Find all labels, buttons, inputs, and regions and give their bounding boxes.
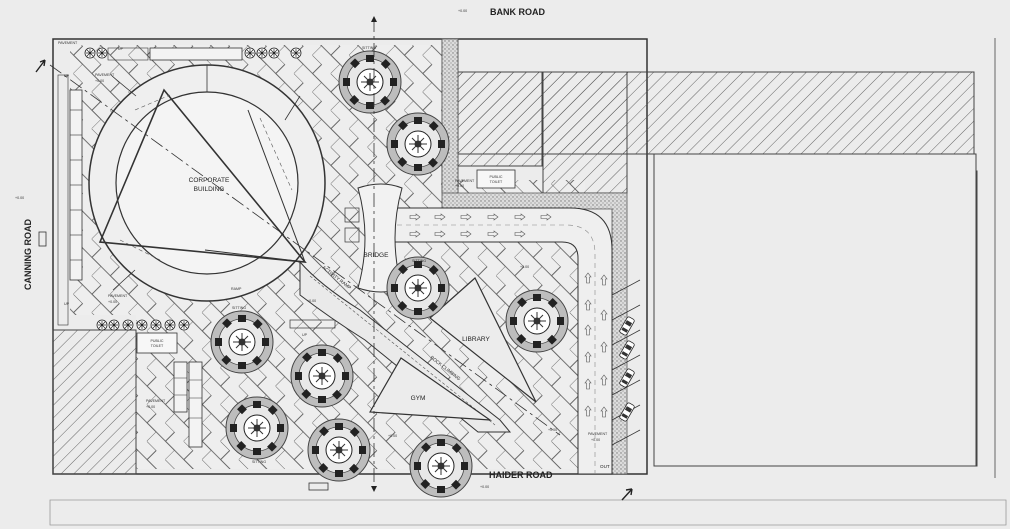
pavement-label: PAVEMENT [108,294,128,298]
seating-ring [386,112,450,176]
west-planter [57,74,83,326]
gym-label: GYM [411,395,426,402]
pavement-label: PAVEMENT [146,399,166,403]
library: LIBRARY [429,277,537,403]
level-mark: +0.00 [591,438,600,442]
seating-label: SITTING [412,259,426,263]
up-label: UP [64,302,70,306]
seating-label: SITTING [362,46,376,50]
up-label: UP [118,47,124,51]
pavement-label: PAVEMENT [95,73,115,77]
gym: GYM [369,357,493,421]
ramp-label: RAMP [231,287,242,291]
level-mark: +0.00 [108,300,117,304]
exit-label: OUT [600,464,610,469]
public-toilet-north-label-2: TOILET [490,180,503,184]
up-label: UP [64,74,70,78]
seating-ring [338,50,402,114]
hatched-block-west [52,329,137,475]
seating-ring [386,256,450,320]
seating-ring [210,310,274,374]
section-marker-nw [35,59,46,73]
pavement-label: PAVEMENT [58,41,78,45]
road-label-south: HAIDER ROAD [489,470,553,480]
level-mark: +0.00 [458,9,467,13]
seating-ring [409,434,473,498]
corporate-building-label-2: BUILDING [194,186,225,193]
road-label-north: BANK ROAD [490,7,545,17]
hatched-block-mid [542,71,628,194]
level-mark: +0.00 [520,265,529,269]
level-mark: +0.00 [480,485,489,489]
seating-label: SITTING [232,306,246,310]
bridge-label: BRIDGE [364,252,390,259]
level-mark: +0.00 [455,184,464,188]
pavement-label: PAVEMENT [455,179,475,183]
up-label: UP [302,333,308,337]
road-label-west: CANNING ROAD [23,219,33,290]
public-toilet-north: PUBLIC TOILET [476,169,516,189]
public-toilet-south-label-2: TOILET [151,344,164,348]
south-west-planters [173,361,203,448]
corporate-building-label-1: CORPORATE [189,177,230,184]
parking-bays [611,279,641,446]
level-mark: +0.00 [388,434,397,438]
level-mark: +0.00 [15,196,24,200]
corporate-building: CORPORATE BUILDING [49,64,561,436]
public-toilet-south-label-1: PUBLIC [151,339,164,343]
level-annotations: +0.00 +0.00 +0.00 +0.00 +0.00 +0.00 +0.0… [15,9,608,489]
level-mark: +0.00 [95,79,104,83]
level-mark: +0.00 [548,428,557,432]
seating-label: SITTING [252,460,266,464]
north-planter-row [84,47,302,61]
public-toilet-south: PUBLIC TOILET [136,332,178,354]
south-planter-row [96,319,336,331]
seating-ring [505,289,569,353]
hatched-block-small [457,71,543,167]
public-toilet-north-label-1: PUBLIC [490,175,503,179]
level-mark: +0.00 [146,405,155,409]
library-label: LIBRARY [462,336,490,343]
level-mark: +0.00 [307,299,316,303]
section-marker-se [621,488,633,501]
seating-ring [307,418,371,482]
seating-ring [225,396,289,460]
pavement-label: PAVEMENT [588,432,608,436]
seating-ring [290,344,354,408]
